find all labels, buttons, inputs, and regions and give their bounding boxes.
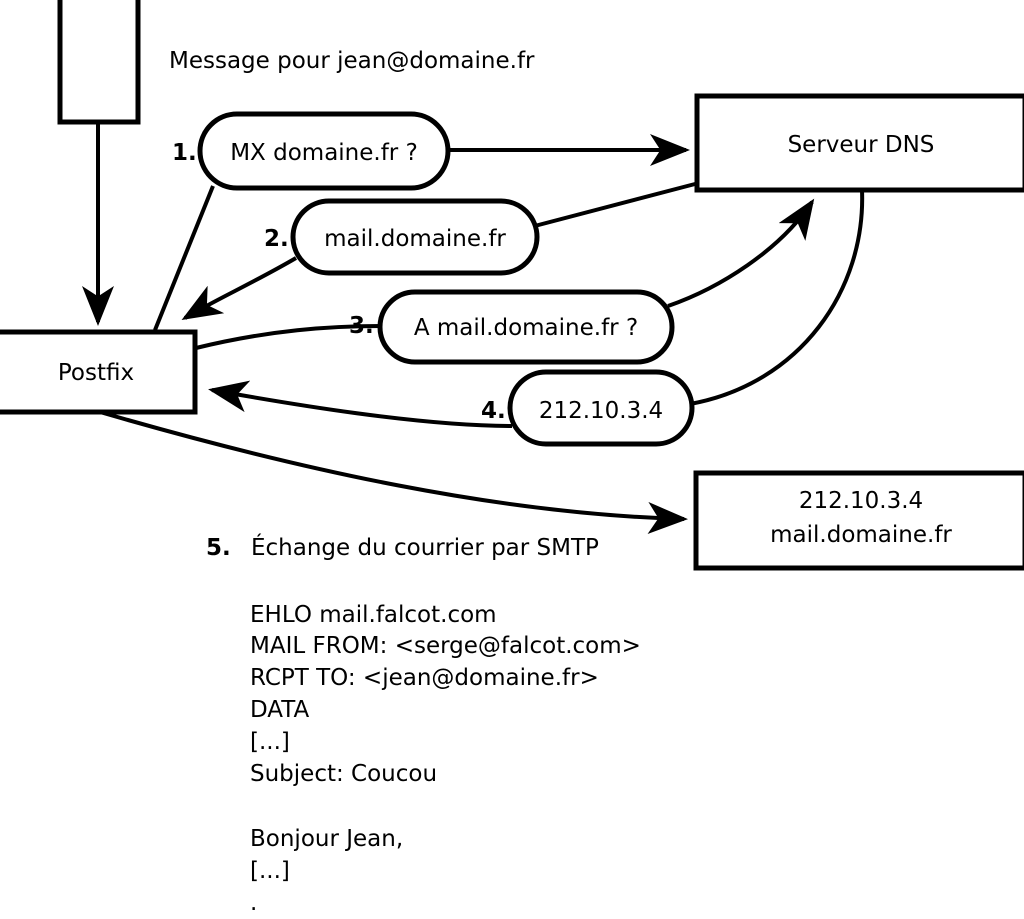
message-caption: Message pour jean@domaine.fr xyxy=(169,48,535,74)
step-text-3: A mail.domaine.fr ? xyxy=(414,315,638,341)
step-number-5: 5. xyxy=(206,535,231,561)
smtp-line-1: MAIL FROM: <serge@falcot.com> xyxy=(250,633,641,659)
smtp-line-3: DATA xyxy=(250,697,310,723)
step-text-1: MX domaine.fr ? xyxy=(230,140,418,166)
step-bubble-4 xyxy=(507,369,695,447)
connector-step3-to-dns xyxy=(667,198,815,308)
postfix-box xyxy=(0,329,198,415)
connector-dns-to-step4 xyxy=(689,189,865,406)
dns-server-label: Serveur DNS xyxy=(788,132,935,158)
sender-box xyxy=(57,0,141,125)
connector-postfix-to-mailserver xyxy=(99,410,688,535)
step-bubble-2 xyxy=(290,198,540,276)
step-number-1: 1. xyxy=(172,140,197,166)
step-text-5: Échange du courrier par SMTP xyxy=(251,533,599,561)
smtp-line-8: [...] xyxy=(250,858,290,884)
step-number-2: 2. xyxy=(264,226,289,252)
smtp-line-2: RCPT TO: <jean@domaine.fr> xyxy=(250,665,599,691)
smtp-line-4: [...] xyxy=(250,729,290,755)
mail-server-host-label: mail.domaine.fr xyxy=(770,522,952,548)
smtp-line-9: . xyxy=(250,890,257,916)
dns-server-box xyxy=(694,93,1024,193)
smtp-line-0: EHLO mail.falcot.com xyxy=(250,602,497,628)
step-text-2: mail.domaine.fr xyxy=(324,226,506,252)
mail-server-ip-label: 212.10.3.4 xyxy=(799,488,923,514)
step-number-4: 4. xyxy=(481,398,506,424)
connector-dns-to-step2 xyxy=(526,182,696,230)
smtp-line-5: Subject: Coucou xyxy=(250,761,437,787)
smtp-line-7: Bonjour Jean, xyxy=(250,826,403,852)
postfix-label: Postfix xyxy=(58,360,134,386)
connector-postfix-to-step3 xyxy=(195,324,383,350)
mail-server-box xyxy=(693,470,1024,571)
connector-step4-to-postfix xyxy=(208,380,513,428)
step-text-4: 212.10.3.4 xyxy=(539,398,663,424)
step-bubble-1 xyxy=(197,111,451,191)
connector-step2-to-postfix xyxy=(181,256,298,321)
step-bubble-3 xyxy=(377,289,675,365)
connector-postfix-to-step1 xyxy=(153,185,215,331)
step-number-3: 3. xyxy=(349,313,374,339)
